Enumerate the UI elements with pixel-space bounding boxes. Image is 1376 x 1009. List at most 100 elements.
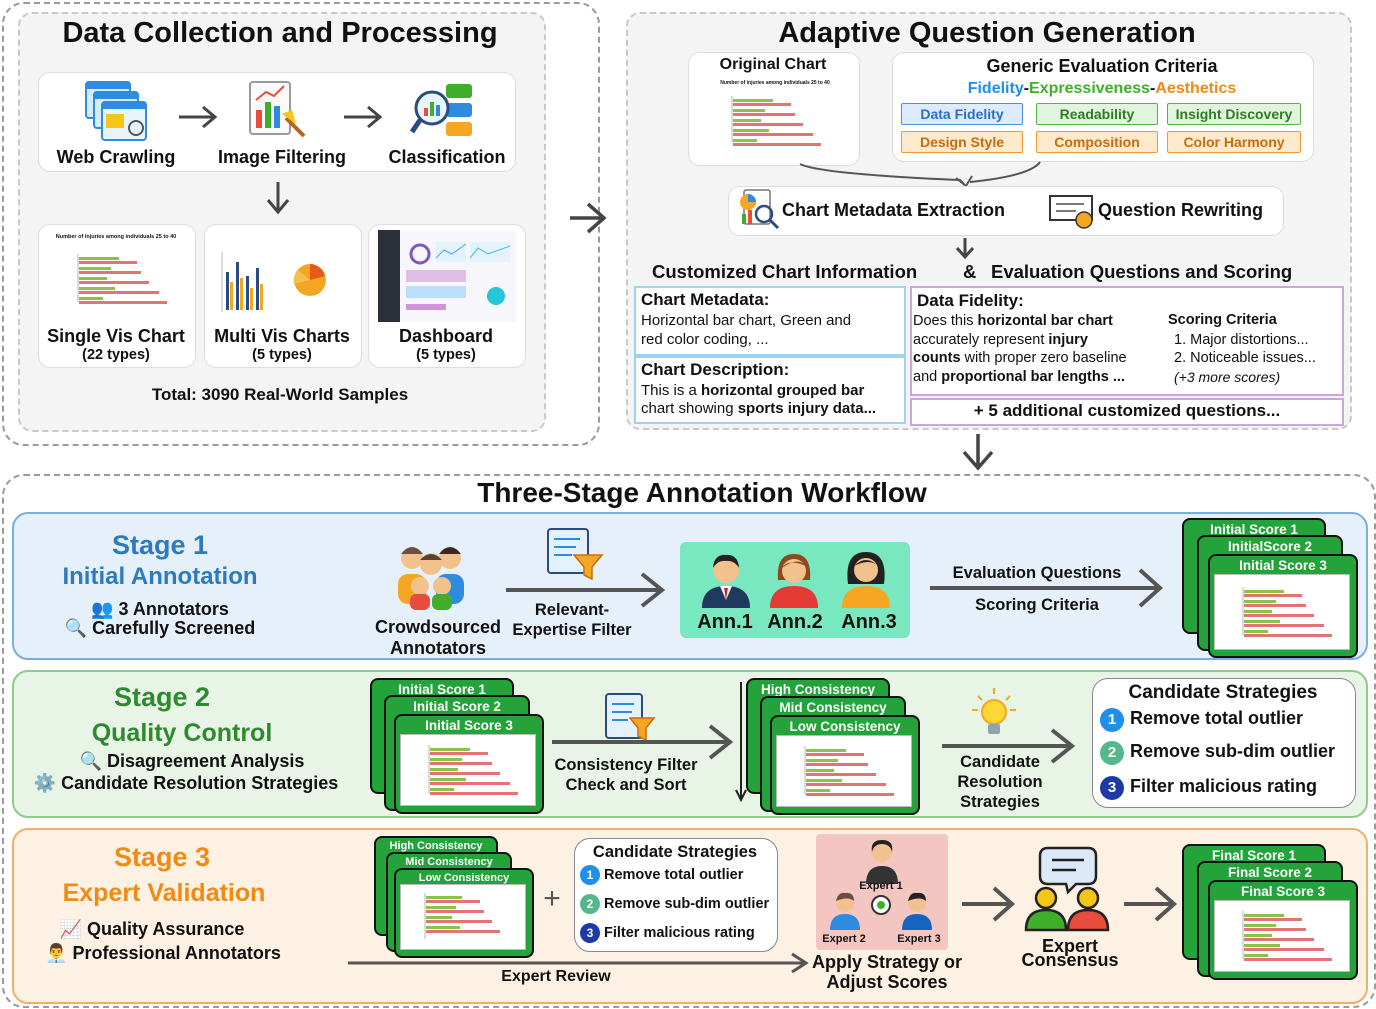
chart-description-line: chart showing sports injury data...	[641, 400, 876, 417]
metadata-extraction-icon	[740, 189, 780, 230]
number-badge: 3	[1100, 776, 1124, 800]
chart-metadata-line: red color coding, ...	[641, 331, 769, 348]
desc-bold: sports injury data...	[737, 400, 877, 417]
number-badge: 2	[580, 894, 600, 914]
annotator-1: Ann.1	[697, 611, 753, 633]
arrow-right-icon	[344, 105, 383, 129]
additional-questions-box	[910, 398, 1344, 426]
strategy-label: Filter malicious rating	[1130, 776, 1318, 796]
stage2-strategies-box	[1092, 678, 1356, 808]
thumb-title: Number of injuries among individuals 25 …	[55, 234, 177, 240]
consistency-label: High Consistency	[760, 682, 876, 697]
expert-1-icon	[866, 840, 898, 884]
resolution-label: Candidate	[960, 753, 1040, 771]
score-thumbnail	[400, 884, 526, 950]
annotator-person-icon	[842, 552, 890, 608]
target-icon	[871, 895, 891, 915]
original-chart-box	[688, 52, 860, 166]
fidelity-question-line: counts with proper zero baseline	[913, 350, 1127, 366]
score-thumbnail	[1214, 574, 1350, 650]
customized-info-heading: Customized Chart Information	[652, 261, 918, 282]
classification-icon	[410, 84, 472, 136]
fq-bold: injury	[1048, 332, 1088, 348]
stage3-number: Stage 3	[113, 842, 211, 872]
consistency-label: Mid Consistency	[779, 700, 887, 715]
original-chart-thumbnail: Number of injuries among individuals 25 …	[700, 78, 850, 158]
chart-description-line: This is a horizontal grouped bar	[641, 382, 864, 399]
annotator-male-icon	[702, 554, 750, 608]
thumb-bars	[731, 96, 821, 146]
arrow-right-icon	[930, 568, 1163, 608]
dashboard-thumbnail	[378, 230, 516, 322]
annotator-female-icon	[770, 554, 818, 608]
question-rewriting-icon	[1049, 195, 1093, 229]
score-label: Initial Score 1	[1210, 522, 1298, 537]
stage3-name: Expert Validation	[62, 879, 266, 907]
fidelity-question-line: and proportional bar lengths ...	[913, 369, 1125, 385]
arrow-right-icon	[179, 105, 218, 129]
type-dashboard: Dashboard	[398, 326, 494, 346]
fea-dash: -	[1023, 80, 1030, 97]
step-image-filtering: Image Filtering	[217, 147, 347, 167]
expert-review-label: Expert Review	[501, 968, 611, 985]
adaptive-title: Adaptive Question Generation	[778, 17, 1196, 49]
thumb-bars	[424, 893, 500, 939]
step-classification: Classification	[388, 147, 506, 167]
multi-vis-thumbnail	[212, 232, 352, 318]
image-filtering-icon	[249, 81, 306, 138]
score-label: Initial Score 1	[398, 682, 486, 697]
consensus-label: Consensus	[1021, 950, 1119, 970]
score-label: InitialScore 2	[1227, 539, 1313, 554]
stage3-strategies-title: Candidate Strategies	[592, 843, 758, 861]
fea-dash: -	[1150, 80, 1156, 97]
fq-text: and	[913, 369, 942, 385]
arrow-right-icon	[962, 886, 1016, 922]
consistency-label: Mid Consistency	[405, 856, 493, 868]
workflow-panel	[2, 474, 1376, 1008]
expert-1-label: Expert 1	[859, 880, 903, 892]
crowd-label-line1: Crowdsourced	[374, 617, 502, 637]
type-dashboard-count: (5 types)	[416, 347, 476, 363]
lightbulb-icon	[972, 688, 1016, 734]
fea-expressiveness: Expressiveness	[1029, 80, 1151, 97]
stage2-name: Quality Control	[91, 719, 273, 747]
plus-sign: +	[543, 882, 561, 915]
thumb-bars	[804, 746, 894, 796]
adjust-scores-label: Adjust Scores	[826, 972, 948, 992]
stage1-annotators: 👥 3 Annotators	[91, 599, 229, 619]
arrow-right-icon	[506, 572, 666, 608]
stage1-number: Stage 1	[111, 530, 209, 560]
arrow-right-icon	[942, 728, 1076, 764]
workflow-title: Three-Stage Annotation Workflow	[477, 477, 927, 508]
criterion-readability: Readability	[1036, 103, 1158, 125]
filter-label-line1: Relevant-	[534, 601, 610, 619]
arrow-right-icon	[570, 202, 607, 234]
chart-metadata-line: Horizontal bar chart, Green and	[641, 312, 852, 329]
arrow-right-icon	[552, 724, 734, 760]
chart-metadata-box	[634, 286, 906, 356]
score-thumbnail	[400, 734, 536, 806]
type-single-vis: Single Vis Chart	[47, 326, 185, 346]
fq-bold: counts	[913, 350, 961, 366]
chart-description-box	[634, 356, 906, 424]
chart-description-title: Chart Description:	[641, 360, 790, 379]
criterion-color-harmony: Color Harmony	[1167, 131, 1301, 153]
strategy-label: Remove sub-dim outlier	[1130, 741, 1336, 761]
criterion-composition: Composition	[1036, 131, 1158, 153]
stage2-strategies: ⚙️ Candidate Resolution Strategies	[33, 773, 339, 793]
stage3-quality: 📈 Quality Assurance	[59, 919, 245, 939]
score-label: Initial Score 2	[413, 699, 501, 714]
single-vis-thumbnail: Number of injuries among individuals 25 …	[46, 230, 186, 318]
type-multi-vis-count: (5 types)	[252, 347, 312, 363]
thumb-bars	[1242, 587, 1332, 637]
fea-aesthetics: Aesthetics	[1155, 80, 1237, 97]
criterion-design-style: Design Style	[901, 131, 1023, 153]
expert-review-arrow	[348, 952, 809, 974]
eval-scoring-heading: Evaluation Questions and Scoring	[991, 261, 1293, 282]
fq-text: with proper zero baseline	[960, 350, 1127, 366]
desc-text: chart showing	[641, 400, 738, 417]
strategy-label: Remove total outlier	[604, 867, 744, 883]
